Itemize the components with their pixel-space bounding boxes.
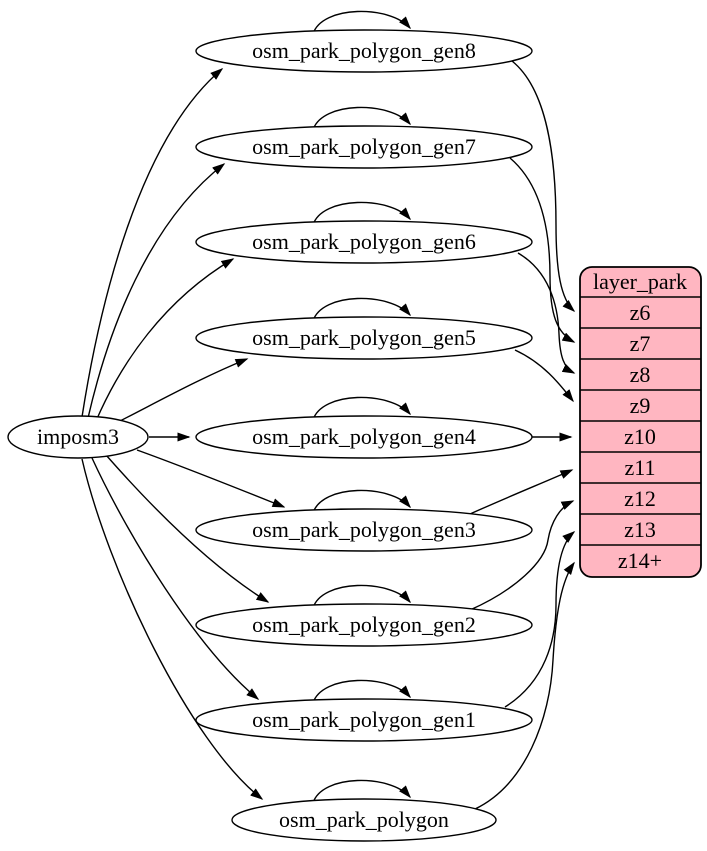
- osm-park-polygon-ellipse: [231, 798, 497, 842]
- edge-gen7-to-z7: [509, 157, 576, 343]
- edge-imposm3-to-gen6: [95, 258, 235, 422]
- gen7-ellipse: [195, 125, 533, 169]
- edge-osm-park-polygon-to-z14plus: [474, 561, 575, 810]
- gen2-ellipse: [195, 603, 533, 647]
- node-osm-park-polygon-gen6: osm_park_polygon_gen6: [195, 220, 533, 264]
- gen8-ellipse: [195, 29, 533, 73]
- edge-imposm3-to-gen2: [105, 454, 270, 603]
- node-imposm3: imposm3: [7, 415, 149, 459]
- edge-gen8-to-z6: [511, 60, 576, 313]
- layer-park-row-z13: z13: [624, 517, 656, 542]
- gen4-ellipse: [195, 415, 533, 459]
- self-loop-edges: [312, 10, 411, 804]
- self-loop-gen8: [312, 10, 411, 35]
- node-label: osm_park_polygon_gen5: [252, 325, 476, 350]
- node-layer-park: layer_park z6 z7 z8 z9 z10 z11 z12 z13 z…: [579, 266, 702, 578]
- edge-gen6-to-z8: [517, 252, 576, 374]
- layer-park-row-z10: z10: [624, 424, 656, 449]
- self-loop-osm-park-polygon: [312, 779, 411, 804]
- edges-from-source: [81, 68, 286, 800]
- imposm3-ellipse: [7, 415, 149, 459]
- node-label: osm_park_polygon_gen7: [252, 134, 476, 159]
- node-label: imposm3: [37, 424, 119, 449]
- node-label: osm_park_polygon_gen6: [252, 229, 476, 254]
- self-loop-gen2: [312, 584, 411, 609]
- self-loop-gen7: [312, 106, 411, 131]
- self-loop-gen1: [312, 679, 411, 704]
- node-osm-park-polygon-gen8: osm_park_polygon_gen8: [195, 29, 533, 73]
- node-osm-park-polygon-gen1: osm_park_polygon_gen1: [195, 698, 533, 742]
- layer-park-row-z6: z6: [630, 300, 651, 325]
- self-loop-gen6: [312, 201, 411, 226]
- gen6-ellipse: [195, 220, 533, 264]
- edges-to-layer-rows: [469, 60, 576, 810]
- self-loop-gen4: [312, 396, 411, 421]
- layer-park-row-z7: z7: [630, 331, 651, 356]
- node-osm-park-polygon: osm_park_polygon: [231, 798, 497, 842]
- edge-imposm3-to-gen1: [91, 457, 260, 700]
- gen3-ellipse: [195, 508, 533, 552]
- gen1-ellipse: [195, 698, 533, 742]
- node-osm-park-polygon-gen4: osm_park_polygon_gen4: [195, 415, 533, 459]
- gen5-ellipse: [195, 316, 533, 360]
- layer-park-row-z14plus: z14+: [618, 548, 662, 573]
- self-loop-gen3: [312, 489, 411, 514]
- node-osm-park-polygon-gen2: osm_park_polygon_gen2: [195, 603, 533, 647]
- edge-gen2-to-z12: [469, 500, 575, 611]
- layer-park-row-z12: z12: [624, 486, 656, 511]
- edge-gen1-to-z13: [504, 531, 576, 708]
- node-label: osm_park_polygon_gen4: [252, 424, 476, 449]
- node-osm-park-polygon-gen3: osm_park_polygon_gen3: [195, 508, 533, 552]
- edge-gen5-to-z9: [514, 349, 574, 403]
- edge-imposm3-to-gen8: [81, 68, 224, 418]
- layer-park-header: layer_park: [593, 269, 687, 294]
- edge-imposm3-to-gen5: [111, 358, 249, 426]
- layer-park-row-z8: z8: [630, 362, 651, 387]
- edge-imposm3-to-gen7: [87, 163, 226, 419]
- node-osm-park-polygon-gen5: osm_park_polygon_gen5: [195, 316, 533, 360]
- node-label: osm_park_polygon_gen3: [252, 517, 476, 542]
- node-osm-park-polygon-gen7: osm_park_polygon_gen7: [195, 125, 533, 169]
- layer-park-row-z9: z9: [630, 393, 651, 418]
- node-label: osm_park_polygon: [279, 807, 449, 832]
- node-label: osm_park_polygon_gen8: [252, 38, 476, 63]
- edge-imposm3-to-gen3: [136, 449, 286, 508]
- layer-park-body: [579, 266, 702, 578]
- edge-imposm3-to-osm-park-polygon: [81, 458, 264, 800]
- self-loop-gen5: [312, 297, 411, 322]
- node-label: osm_park_polygon_gen1: [252, 707, 476, 732]
- edge-gen3-to-z11: [469, 469, 574, 515]
- node-label: osm_park_polygon_gen2: [252, 612, 476, 637]
- layer-park-row-z11: z11: [625, 455, 656, 480]
